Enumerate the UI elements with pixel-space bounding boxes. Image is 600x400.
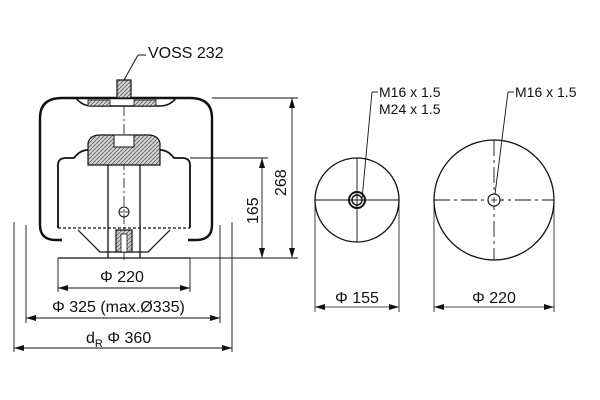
bottom-plate-diameter-label: Φ 220 — [472, 290, 516, 307]
bottom-thread-label: M16 x 1.5 — [515, 84, 577, 100]
ref-subscript: R — [94, 338, 103, 350]
ref-value: Φ 360 — [107, 330, 152, 347]
top-plate — [75, 97, 177, 107]
connector-label: VOSS 232 — [148, 45, 224, 62]
bellows-diameter-label: Φ 325 (max.Ø335) — [52, 299, 185, 316]
voss-connector — [116, 79, 132, 99]
bellows-outline — [38, 96, 214, 242]
thread-ring-outer — [348, 191, 366, 209]
height-piston-label: 165 — [245, 197, 262, 224]
reference-diameter-label: dR Φ 360 — [86, 331, 151, 350]
top-thread-1-label: M16 x 1.5 — [379, 84, 441, 100]
side-section-view — [38, 54, 214, 262]
bottom-plate-view — [433, 91, 555, 312]
height-total-label: 268 — [273, 169, 290, 196]
piston-diameter-label: Φ 220 — [100, 269, 144, 286]
side-dimensions — [13, 97, 298, 352]
top-plate-diameter-label: Φ 155 — [335, 290, 379, 307]
top-plate-view — [314, 91, 400, 312]
top-thread-2-label: M24 x 1.5 — [379, 101, 441, 117]
ref-prefix: d — [86, 330, 95, 347]
bead-plate — [87, 134, 161, 166]
